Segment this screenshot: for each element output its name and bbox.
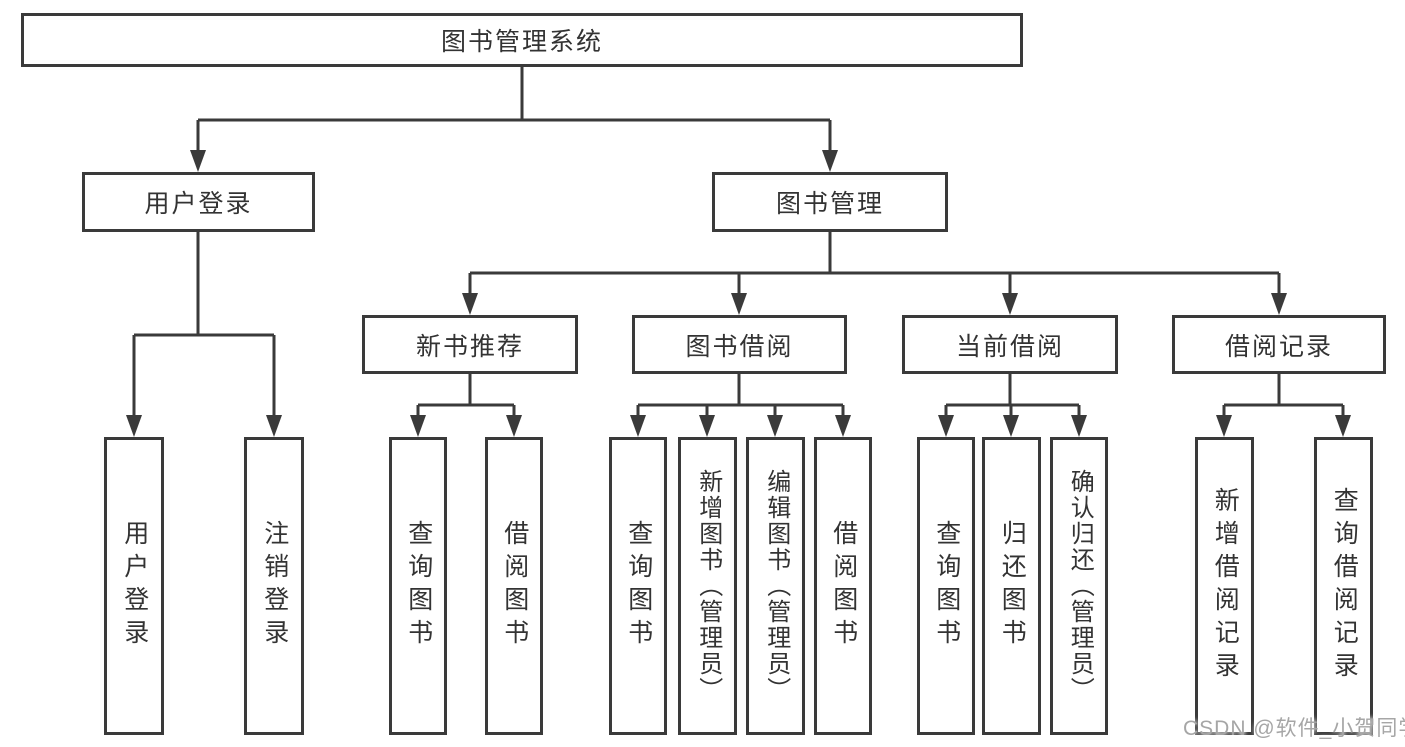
arrow-down-icon xyxy=(767,415,783,437)
watermark: CSDN @软件_小贺同学 xyxy=(1183,717,1405,740)
leaf-confirm-return-admin-label: 确认归还（管理员） xyxy=(1066,469,1094,703)
arrow-down-icon xyxy=(1335,415,1351,437)
leaf-query-borrow-record: 查询借阅记录 xyxy=(1314,437,1373,735)
leaf-add-borrow-record-label: 新增借阅记录 xyxy=(1211,487,1240,685)
leaf-return-books-label: 归还图书 xyxy=(998,520,1027,652)
leaf-query-books-2: 查询图书 xyxy=(609,437,667,735)
arrow-down-icon xyxy=(1002,293,1018,315)
node-user-login-label: 用户登录 xyxy=(144,190,253,218)
leaf-query-books-1: 查询图书 xyxy=(389,437,447,735)
arrow-down-icon xyxy=(699,415,715,437)
leaf-add-book-admin: 新增图书（管理员） xyxy=(678,437,737,735)
leaf-logout-label: 注销登录 xyxy=(260,520,289,652)
leaf-user-login-label: 用户登录 xyxy=(120,520,149,652)
arrow-down-icon xyxy=(266,415,282,437)
node-current-borrowing: 当前借阅 xyxy=(902,315,1118,374)
leaf-user-login: 用户登录 xyxy=(104,437,164,735)
arrow-down-icon xyxy=(835,415,851,437)
leaf-query-books-1-label: 查询图书 xyxy=(404,520,433,652)
arrow-down-icon xyxy=(630,415,646,437)
leaf-return-books: 归还图书 xyxy=(982,437,1041,735)
node-book-management: 图书管理 xyxy=(712,172,948,232)
arrow-down-icon xyxy=(731,293,747,315)
leaf-borrow-books-1-label: 借阅图书 xyxy=(500,520,529,652)
leaf-borrow-books-2: 借阅图书 xyxy=(814,437,872,735)
arrow-down-icon xyxy=(190,150,206,172)
node-borrow-records: 借阅记录 xyxy=(1172,315,1386,374)
arrow-down-icon xyxy=(1271,293,1287,315)
arrow-down-icon xyxy=(410,415,426,437)
node-book-borrowing-label: 图书借阅 xyxy=(685,332,794,361)
node-user-login: 用户登录 xyxy=(82,172,315,232)
leaf-query-books-2-label: 查询图书 xyxy=(624,520,653,652)
leaf-borrow-books-1: 借阅图书 xyxy=(485,437,543,735)
node-new-book-recommend-label: 新书推荐 xyxy=(415,332,524,361)
arrow-down-icon xyxy=(462,293,478,315)
arrow-down-icon xyxy=(938,415,954,437)
arrow-down-icon xyxy=(1071,415,1087,437)
arrow-down-icon xyxy=(1003,415,1019,437)
leaf-query-borrow-record-label: 查询借阅记录 xyxy=(1330,487,1359,685)
arrow-down-icon xyxy=(126,415,142,437)
node-root: 图书管理系统 xyxy=(21,13,1023,67)
arrow-down-icon xyxy=(1216,415,1232,437)
leaf-edit-book-admin-label: 编辑图书（管理员） xyxy=(762,469,790,703)
arrow-down-icon xyxy=(822,150,838,172)
node-new-book-recommend: 新书推荐 xyxy=(362,315,578,374)
leaf-add-borrow-record: 新增借阅记录 xyxy=(1195,437,1254,735)
leaf-logout: 注销登录 xyxy=(244,437,304,735)
node-root-label: 图书管理系统 xyxy=(440,28,603,56)
arrow-down-icon xyxy=(506,415,522,437)
leaf-query-books-3-label: 查询图书 xyxy=(932,520,961,652)
node-book-management-label: 图书管理 xyxy=(775,190,884,218)
leaf-confirm-return-admin: 确认归还（管理员） xyxy=(1050,437,1108,735)
leaf-borrow-books-2-label: 借阅图书 xyxy=(829,520,858,652)
node-book-borrowing: 图书借阅 xyxy=(632,315,847,374)
leaf-edit-book-admin: 编辑图书（管理员） xyxy=(746,437,805,735)
node-borrow-records-label: 借阅记录 xyxy=(1224,332,1333,361)
leaf-add-book-admin-label: 新增图书（管理员） xyxy=(694,469,722,703)
node-current-borrowing-label: 当前借阅 xyxy=(955,332,1064,361)
leaf-query-books-3: 查询图书 xyxy=(917,437,975,735)
